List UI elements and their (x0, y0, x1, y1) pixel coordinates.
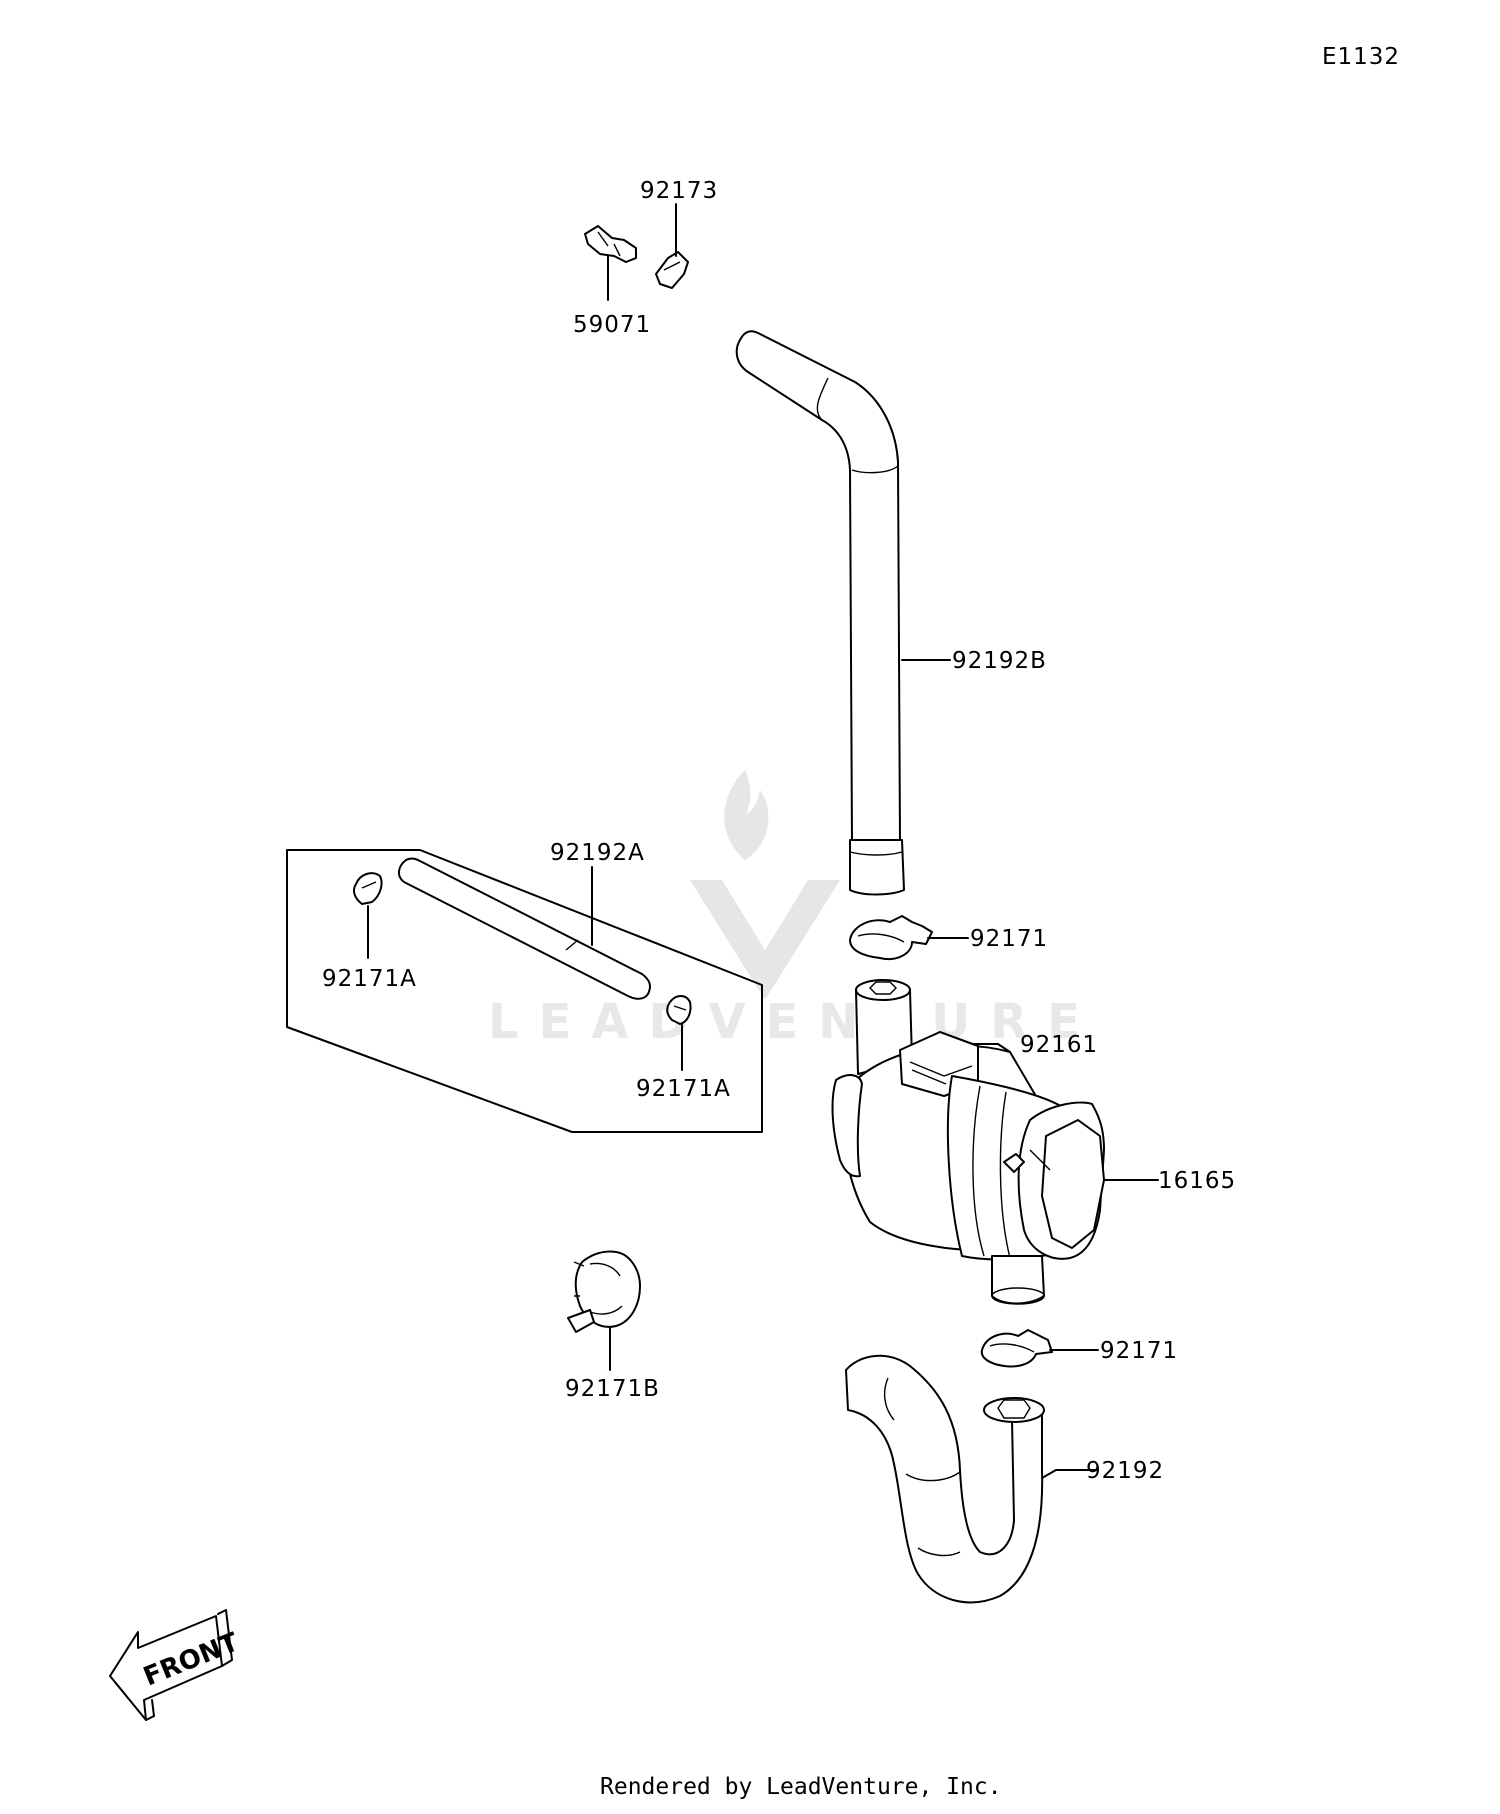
front-arrow-icon: FRONT (109, 1609, 243, 1721)
label-92173: 92173 (640, 178, 718, 204)
label-92192A: 92192A (550, 840, 645, 866)
part-92192B-hose[interactable] (735, 330, 905, 896)
part-16165-cap[interactable] (1003, 1101, 1105, 1260)
leader-92192 (1041, 1469, 1099, 1479)
label-92171-lower: 92171 (1100, 1338, 1178, 1364)
label-92161: 92161 (1020, 1032, 1098, 1058)
part-92171-clamp-upper[interactable] (849, 915, 933, 960)
watermark-text: LEADVENTURE (488, 994, 1100, 1050)
part-92171A-clamp-right[interactable] (666, 995, 692, 1025)
label-92171A-left: 92171A (322, 966, 417, 992)
part-92192A-hose[interactable] (398, 857, 651, 1000)
part-92171B-clamp[interactable] (567, 1250, 641, 1333)
footer-credit: Rendered by LeadVenture, Inc. (600, 1774, 1002, 1800)
leader-92161 (973, 1043, 1011, 1053)
part-92171A-clamp-left[interactable] (353, 872, 383, 905)
part-92171-clamp-lower[interactable] (980, 1329, 1053, 1368)
diagram-code: E1132 (1322, 44, 1400, 70)
label-92171A-right: 92171A (636, 1076, 731, 1102)
kit-92192A-outline (286, 849, 763, 1133)
label-92171-upper: 92171 (970, 926, 1048, 952)
label-92171B: 92171B (565, 1376, 660, 1402)
part-92173-clamp[interactable] (655, 251, 689, 289)
label-92192B: 92192B (952, 648, 1047, 674)
label-92192: 92192 (1086, 1458, 1164, 1484)
label-59071: 59071 (573, 312, 651, 338)
part-59071-clip[interactable] (584, 225, 637, 263)
label-16165: 16165 (1158, 1168, 1236, 1194)
leadventure-watermark: LEADVENTURE (488, 770, 1100, 1050)
part-92192-hose[interactable] (845, 1354, 1045, 1604)
